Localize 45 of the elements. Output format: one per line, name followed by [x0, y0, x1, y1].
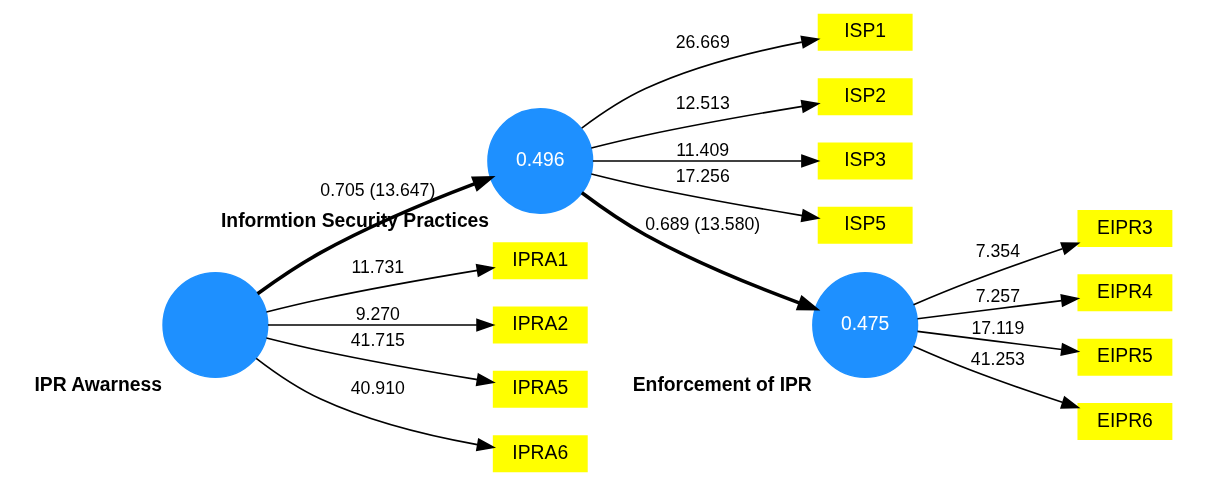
arrow: [912, 242, 1081, 306]
arrow: [256, 176, 496, 296]
arrow: [254, 357, 496, 452]
arrow: [265, 263, 496, 313]
arrow: [580, 35, 821, 129]
edge-label: 7.354: [975, 241, 1020, 262]
node-box: ISP5: [817, 206, 913, 244]
node-box: IPRA6: [492, 435, 588, 473]
edge-label: 40.910: [350, 377, 405, 398]
edge-label: 0.705 (13.647): [319, 180, 435, 201]
edge-label: 11.409: [675, 139, 729, 160]
edge-label: 41.715: [350, 329, 405, 350]
edge-label: 41.253: [970, 348, 1025, 369]
arrow: [590, 173, 821, 223]
node-circle: 0.496: [486, 107, 593, 215]
arrow: [912, 345, 1080, 409]
arrow: [591, 154, 820, 168]
edge-label: 7.257: [975, 286, 1020, 307]
node-box: IPRA1: [492, 242, 588, 280]
node-circle: 0.475: [811, 271, 918, 379]
node-box: ISP3: [817, 142, 913, 180]
edge-label: 17.119: [970, 318, 1024, 339]
edge-label: 11.731: [350, 257, 404, 278]
node-box: IPRA2: [492, 306, 588, 344]
node-box: EIPR3: [1076, 210, 1172, 248]
node-label: Enforcement of IPR: [632, 374, 812, 396]
edge-label: 26.669: [675, 32, 730, 53]
node-box: IPRA5: [492, 370, 588, 408]
node-box: ISP2: [817, 78, 913, 116]
node-box: ISP1: [817, 13, 913, 51]
edge-label: 12.513: [675, 93, 730, 114]
arrow: [580, 191, 820, 311]
edge-label: 9.270: [355, 303, 400, 324]
node-label: IPR Awarness: [33, 374, 162, 396]
arrow: [916, 293, 1080, 320]
edge-label: 17.256: [675, 165, 730, 186]
node-box: EIPR5: [1076, 338, 1172, 376]
arrow: [265, 337, 496, 387]
node-circle: [161, 271, 268, 379]
node-box: EIPR6: [1076, 403, 1172, 441]
arrow: [590, 99, 821, 149]
arrow: [266, 318, 496, 332]
arrow: [916, 330, 1080, 357]
edge-label: 0.689 (13.580): [644, 213, 760, 234]
node-box: EIPR4: [1076, 274, 1172, 312]
